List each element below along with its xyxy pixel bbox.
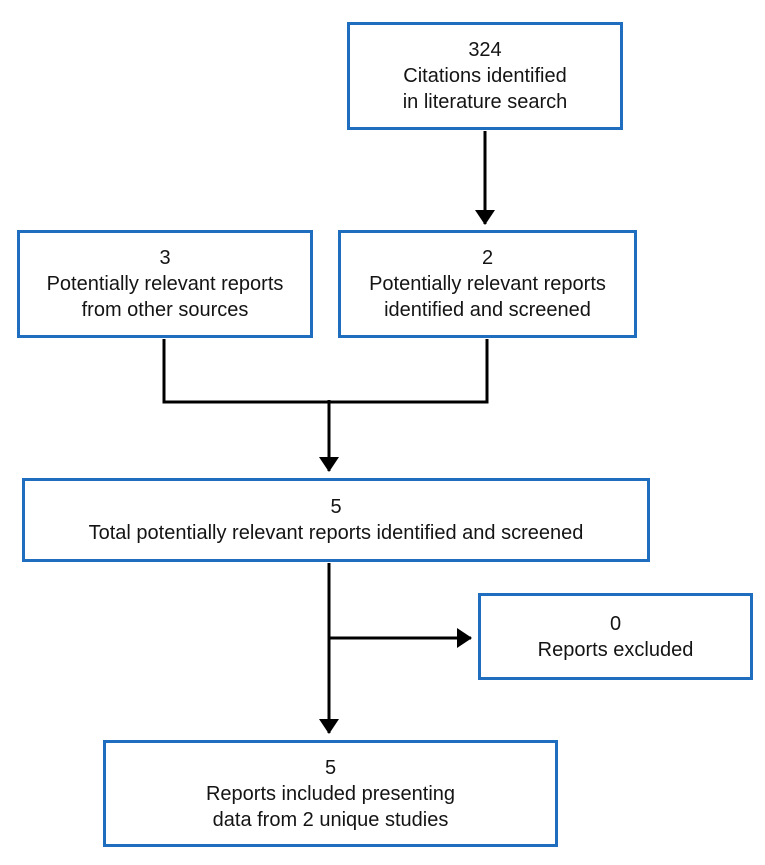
node-total: 5 Total potentially relevant reports ide… — [22, 478, 650, 562]
node-citations: 324 Citations identified in literature s… — [347, 22, 623, 130]
node-other-sources-count: 3 — [159, 247, 171, 269]
node-other-sources: 3 Potentially relevant reports from othe… — [17, 230, 313, 338]
node-total-count: 5 — [330, 496, 342, 518]
node-citations-label-2: in literature search — [402, 91, 568, 113]
node-citations-count: 324 — [468, 39, 502, 61]
merge-connector — [162, 339, 489, 404]
node-included-label-2: data from 2 unique studies — [212, 808, 449, 831]
node-screened-label-2: identified and screened — [384, 299, 591, 321]
node-total-label: Total potentially relevant reports ident… — [88, 522, 584, 544]
node-excluded-count: 0 — [609, 612, 622, 635]
node-screened-label: Potentially relevant reports — [369, 273, 606, 295]
node-included-count: 5 — [324, 756, 337, 779]
node-other-sources-label-2: from other sources — [81, 299, 249, 321]
node-excluded: 0 Reports excluded — [478, 593, 753, 680]
node-citations-label: Citations identified — [403, 65, 567, 87]
node-included-label: Reports included presenting — [205, 782, 456, 805]
node-other-sources-label: Potentially relevant reports — [46, 273, 284, 295]
node-screened-count: 2 — [481, 247, 494, 269]
node-included: 5 Reports included presenting data from … — [103, 740, 558, 847]
node-excluded-label: Reports excluded — [537, 638, 694, 661]
node-screened: 2 Potentially relevant reports identifie… — [338, 230, 637, 338]
